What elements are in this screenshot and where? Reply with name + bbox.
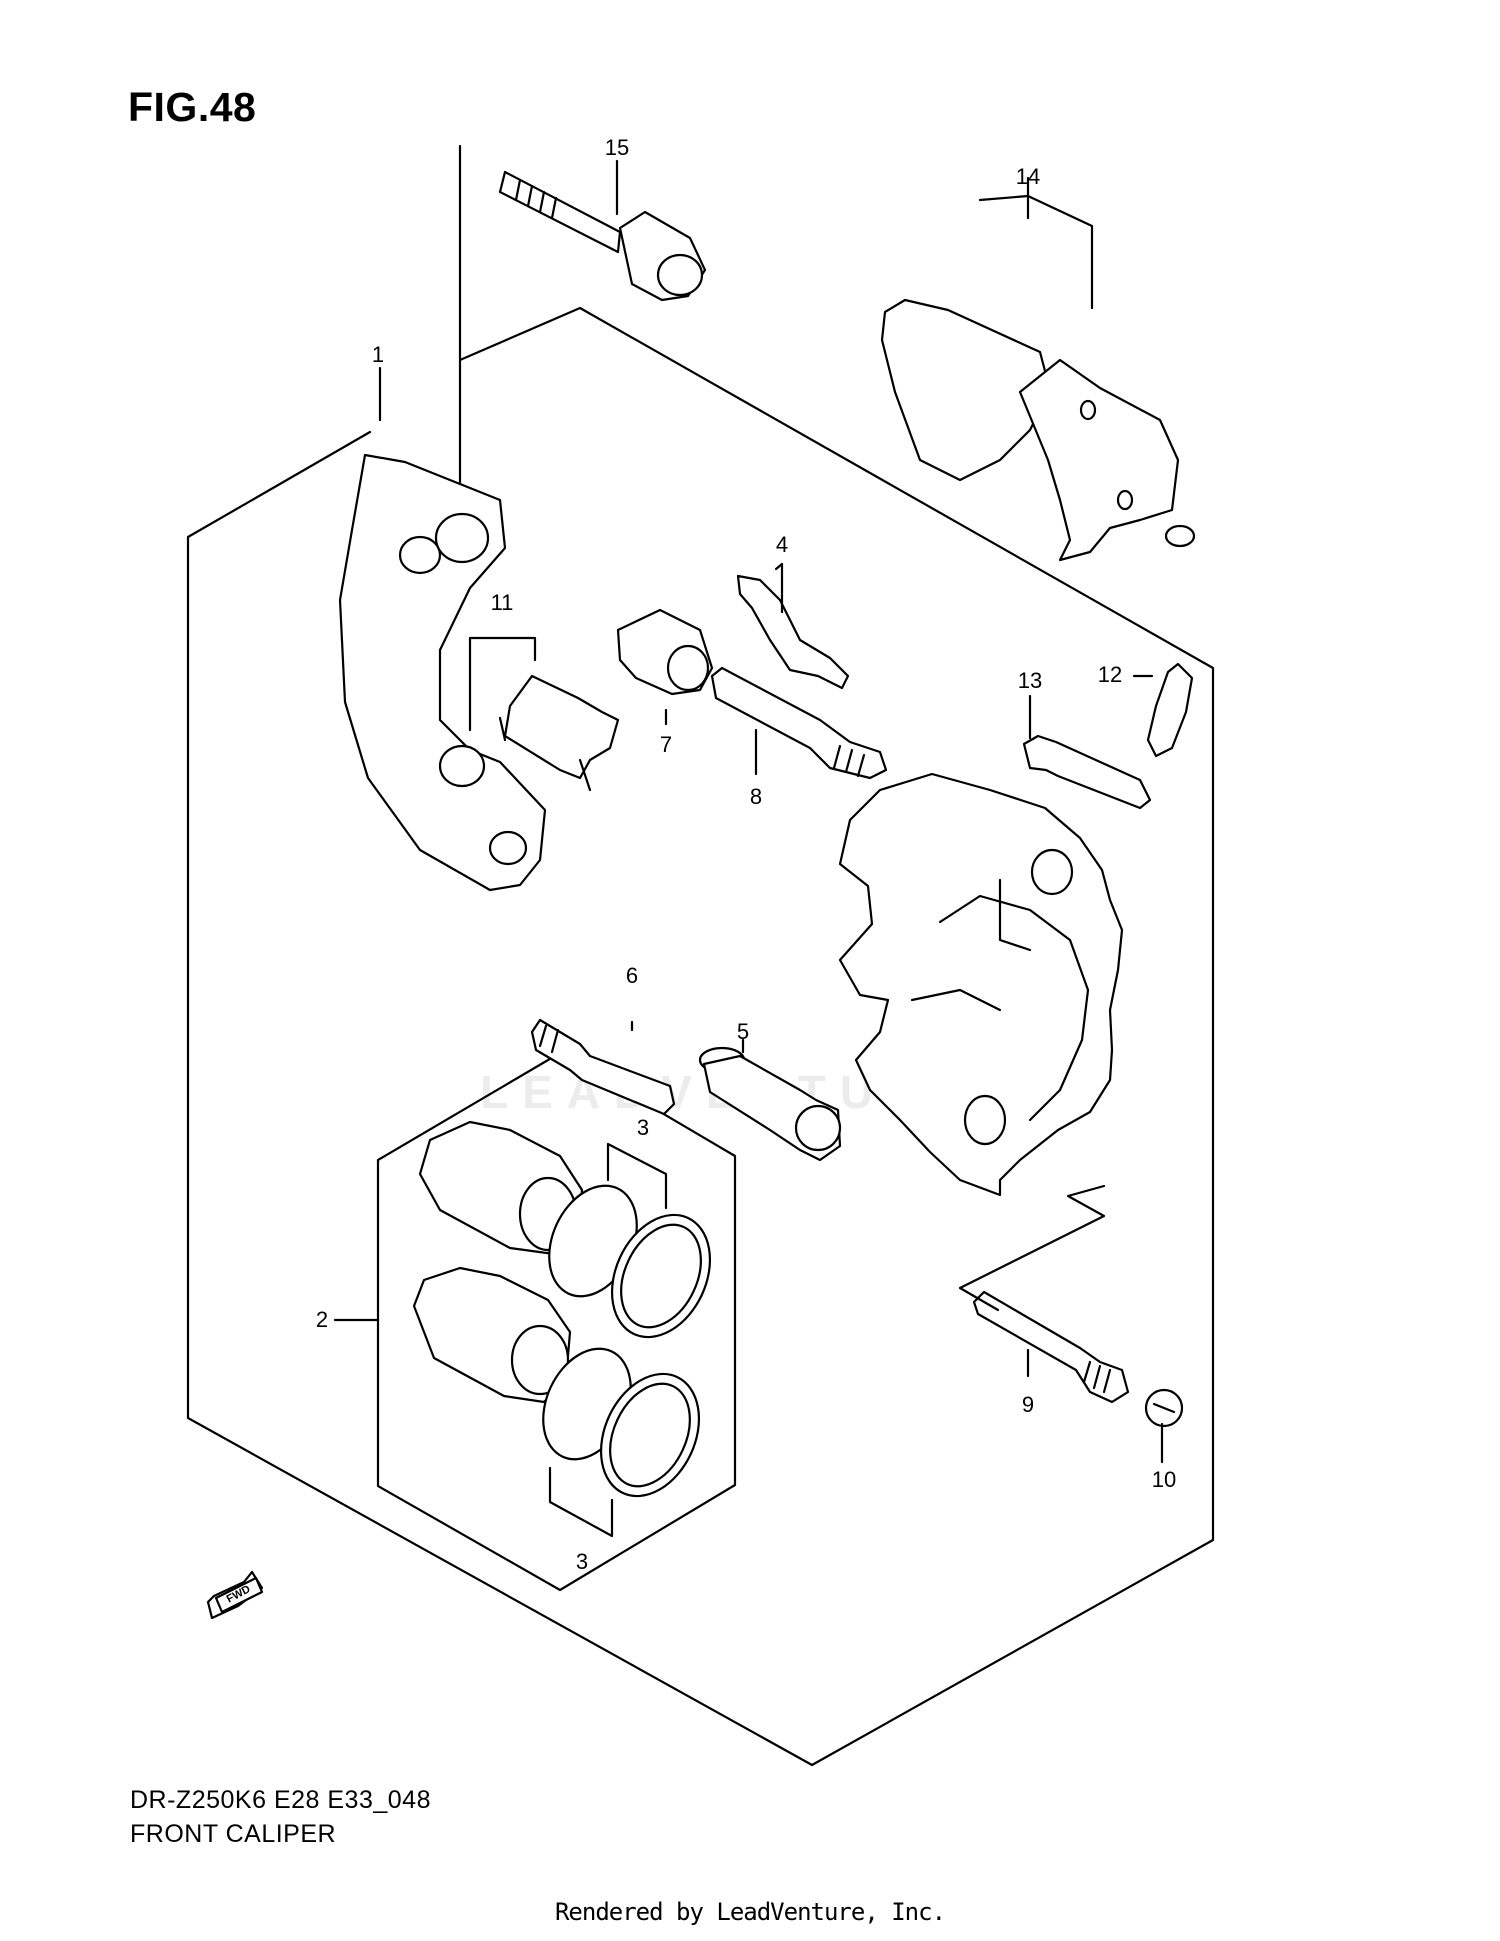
- callout-9: 9: [1021, 1392, 1035, 1417]
- mounting-bolt-part: [498, 170, 707, 302]
- pad-pin-part: [972, 1290, 1130, 1404]
- bleeder-valve-part: [1146, 662, 1194, 758]
- callout-1: 1: [371, 342, 385, 367]
- piston-lower-part: [412, 1266, 572, 1404]
- slide-pin-part: [710, 666, 888, 780]
- pad-clip-part: [736, 574, 850, 690]
- guide-pin-part: [530, 1018, 676, 1116]
- callout-11: 11: [490, 590, 514, 615]
- bleeder-cap-part: [1022, 734, 1152, 810]
- figure-number-title: FIG.48: [128, 84, 257, 130]
- callout-14: 14: [1015, 164, 1041, 189]
- callout-15: 15: [604, 135, 630, 160]
- callout-2: 2: [315, 1307, 329, 1332]
- callout-10: 10: [1151, 1467, 1177, 1492]
- callout-4: 4: [775, 532, 789, 557]
- callout-8: 8: [749, 784, 763, 809]
- pin-boot-part: [616, 608, 714, 696]
- render-credit: Rendered by LeadVenture, Inc.: [554, 1898, 946, 1926]
- piston-upper-part: [418, 1120, 584, 1256]
- forward-direction-arrow: [206, 1570, 264, 1620]
- callout-3-lower: 3: [575, 1549, 589, 1574]
- callout-13: 13: [1017, 668, 1043, 693]
- leader-3-upper: [606, 1142, 668, 1210]
- piston-seal-upper-part: [548, 1184, 712, 1339]
- callout-6: 6: [625, 963, 639, 988]
- model-code: DR-Z250K6 E28 E33_048: [130, 1786, 431, 1814]
- leader-14: [1026, 194, 1094, 310]
- piston-seal-lower-part: [542, 1347, 701, 1498]
- pin-bolt-part: [698, 1046, 842, 1162]
- brake-pads-part: [880, 298, 1196, 562]
- plug-screw-part: [1144, 1388, 1184, 1428]
- callout-leaders: [333, 159, 1164, 1464]
- callout-3-upper: 3: [636, 1115, 650, 1140]
- leader-11: [468, 636, 537, 732]
- leader-3-lower: [548, 1466, 614, 1538]
- figure-name: FRONT CALIPER: [130, 1820, 337, 1848]
- callout-12: 12: [1097, 662, 1123, 687]
- callout-7: 7: [659, 732, 673, 757]
- caliper-bracket-part: [338, 453, 547, 892]
- pin-connector-line: [958, 1184, 1106, 1312]
- caliper-body-part: [838, 772, 1124, 1197]
- pad-spring-part: [498, 674, 620, 792]
- callout-5: 5: [736, 1019, 750, 1044]
